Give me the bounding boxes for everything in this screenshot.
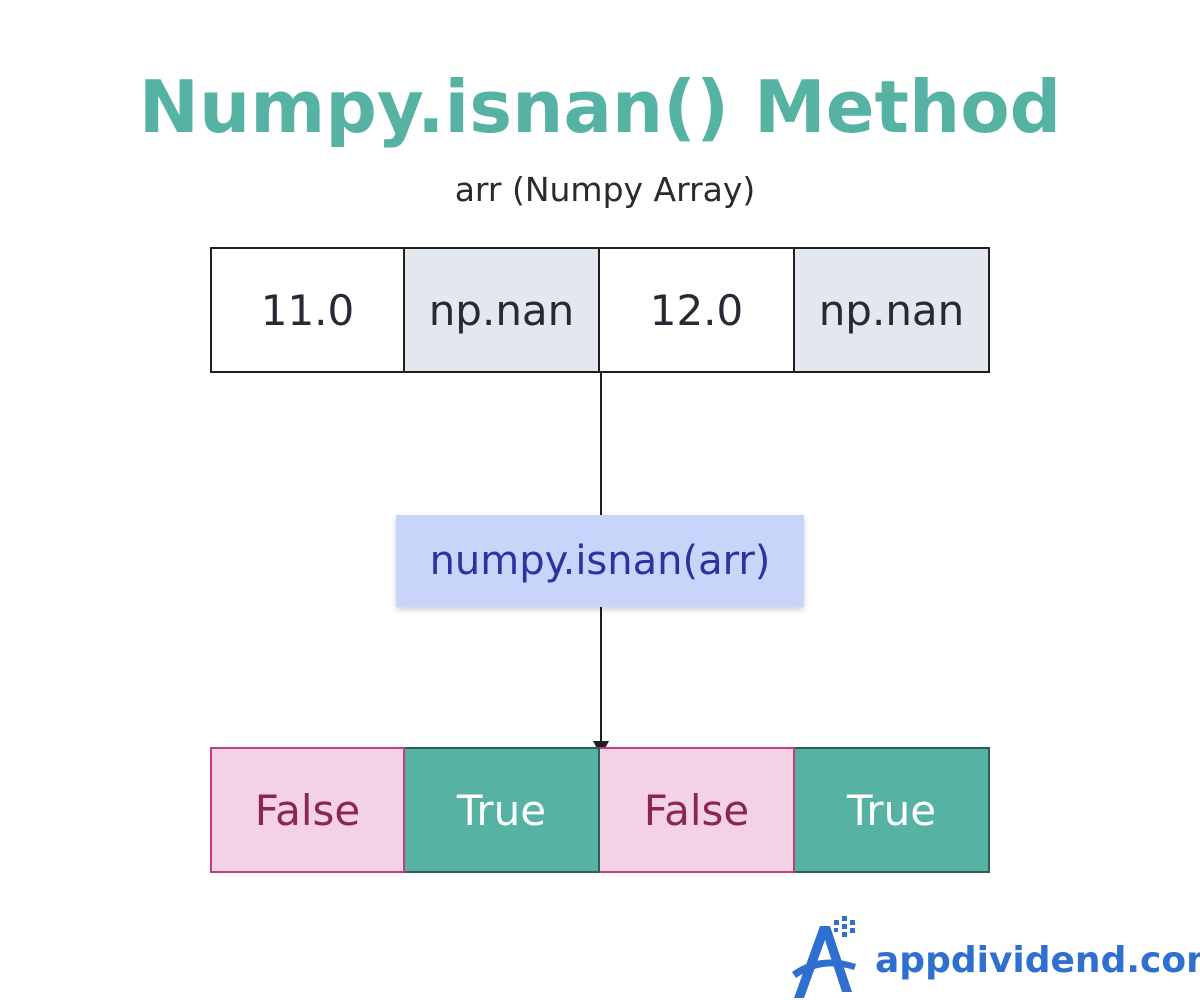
input-cell-4: np.nan xyxy=(795,247,990,373)
output-cell-4: True xyxy=(795,747,990,873)
input-cell-3: 12.0 xyxy=(600,247,795,373)
appdividend-logo xyxy=(790,912,1195,1000)
input-array: 11.0 np.nan 12.0 np.nan xyxy=(210,247,990,373)
isnan-function-box: numpy.isnan(arr) xyxy=(396,515,804,607)
input-cell-2: np.nan xyxy=(405,247,600,373)
appdividend-logo-icon xyxy=(792,916,856,998)
logo-wordmark: appdividend.com xyxy=(875,940,1200,981)
output-array: False True False True xyxy=(210,747,990,873)
output-cell-2: True xyxy=(405,747,600,873)
input-cell-1: 11.0 xyxy=(210,247,405,373)
diagram-title: Numpy.isnan() Method xyxy=(138,65,1062,149)
input-array-label: arr (Numpy Array) xyxy=(454,170,756,209)
output-cell-1: False xyxy=(210,747,405,873)
output-cell-3: False xyxy=(600,747,795,873)
